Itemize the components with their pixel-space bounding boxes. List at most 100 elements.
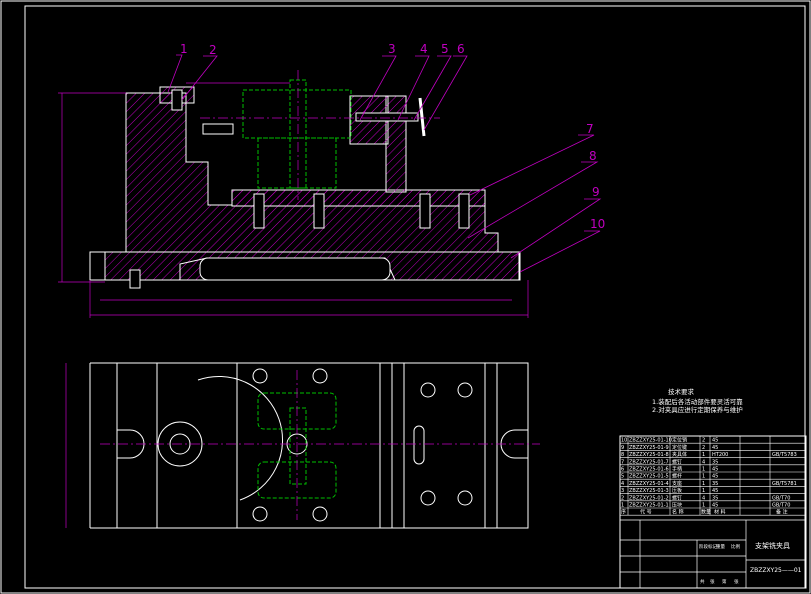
top-view	[65, 362, 540, 529]
bom-material: 35	[712, 459, 718, 465]
bom-qty: 1	[702, 503, 705, 509]
bom-seq: 1	[621, 503, 624, 509]
tb-drawing-no: ZBZZXY25——01	[750, 567, 802, 574]
bom-material: HT200	[712, 452, 728, 458]
bolt-1	[253, 193, 265, 229]
bom-header-material: 材 料	[714, 509, 726, 516]
leader-2	[181, 55, 218, 101]
bom-name: 支座	[672, 480, 682, 487]
bom-name: 螺杆	[672, 473, 682, 480]
bom-name: 定位销	[672, 437, 687, 444]
bom-material: 35	[712, 481, 718, 487]
tb-sheet-1: 共	[700, 578, 705, 585]
bom-name: 定位键	[672, 444, 687, 451]
bom-qty: 2	[702, 445, 705, 451]
inner-border	[24, 5, 806, 589]
leader-1	[167, 54, 183, 93]
tb-sheet-4: 张	[734, 578, 739, 585]
bom-material: 45	[712, 474, 718, 480]
tb-sheet-2: 张	[710, 578, 715, 585]
bom-header-name: 名 称	[672, 509, 684, 516]
bolt-screw	[355, 112, 419, 122]
bom-code: ZBZZXY25-01-7	[629, 459, 669, 465]
bolt-side	[202, 123, 234, 135]
bom-material: 45	[712, 445, 718, 451]
callout-10: 10	[590, 217, 605, 231]
bom-qty: 1	[702, 488, 705, 494]
bom-qty: 1	[702, 481, 705, 487]
base-cutout	[199, 257, 391, 281]
bom-qty: 4	[702, 495, 705, 501]
bolt-hole-7	[420, 490, 436, 506]
bolt-hole-8	[457, 490, 473, 506]
support-plate	[231, 189, 486, 207]
bolt-hole-2	[312, 368, 328, 384]
callout-8: 8	[589, 149, 597, 163]
bom-code: ZBZZXY25-01-5	[629, 474, 669, 480]
bom-qty: 4	[702, 459, 705, 465]
bom-material: 45	[712, 503, 718, 509]
bom-qty: 1	[702, 474, 705, 480]
tech-title: 技术要求	[668, 387, 695, 396]
workpiece-upper	[242, 89, 352, 139]
leader-10	[519, 230, 601, 273]
leader-9	[510, 198, 602, 259]
bom-seq: 5	[621, 474, 624, 480]
tb-sheet-3: 第	[722, 578, 727, 585]
bolt-hole-4	[312, 506, 328, 522]
bom-code: ZBZZXY25-01-6	[629, 467, 669, 473]
bom-qty: 2	[702, 438, 705, 444]
bom-code: ZBZZXY25-01-1	[629, 503, 669, 509]
bom-material: 45	[712, 488, 718, 494]
bolt-base	[129, 269, 141, 289]
top-outline	[116, 362, 529, 529]
bom-material: 45	[712, 467, 718, 473]
bom-code: ZBZZXY25-01-10	[629, 438, 672, 444]
bom-qty: 1	[702, 452, 705, 458]
leader-8	[467, 161, 599, 239]
tb-scale-3: 比例	[731, 543, 740, 550]
bom-name: 压板	[672, 487, 682, 494]
tech-requirements: 技术要求 1.装配后各活动部件要灵活可靠 2.对夹具应进行定期保养与维护	[652, 387, 743, 414]
callout-6: 6	[457, 42, 465, 56]
callout-5: 5	[441, 42, 449, 56]
bom-material: 35	[712, 495, 718, 501]
tech-line-1: 1.装配后各活动部件要灵活可靠	[652, 397, 743, 406]
workpiece-top-3	[289, 407, 307, 485]
bom-note: GB/T5783	[772, 452, 797, 458]
handle	[418, 97, 426, 137]
leader-3	[359, 55, 397, 121]
callout-1: 1	[180, 42, 188, 56]
leader-6	[423, 55, 468, 131]
bom-note: GB/T70	[772, 503, 790, 509]
front-view: 1 2 3 4 5 6 7 8 9 10	[58, 42, 605, 318]
bom-seq: 2	[621, 495, 624, 501]
bolt-top	[171, 89, 183, 111]
bolt-3	[419, 193, 431, 229]
bom-seq: 9	[621, 445, 624, 451]
callout-7: 7	[586, 122, 594, 136]
workpiece-lower	[257, 137, 337, 189]
bom-note: GB/T5781	[772, 481, 797, 487]
bom-code: ZBZZXY25-01-8	[629, 452, 669, 458]
bom-material: 45	[712, 438, 718, 444]
bolt-hole-1	[252, 368, 268, 384]
bom-code: ZBZZXY25-01-2	[629, 495, 669, 501]
tech-line-2: 2.对夹具应进行定期保养与维护	[652, 405, 743, 414]
bolt-hole-3	[252, 506, 268, 522]
bom-name: 夹具体	[672, 451, 687, 458]
bom-seq: 3	[621, 488, 624, 494]
bom-qty: 1	[702, 467, 705, 473]
bom-header-note: 备 注	[776, 509, 788, 516]
leader-4	[397, 55, 430, 121]
bolt-2	[313, 193, 325, 229]
bom-seq: 4	[621, 481, 624, 487]
handle-top	[413, 425, 425, 465]
tb-scale-1: 阶段标记	[699, 543, 717, 550]
leader-5	[413, 55, 452, 121]
bom-name: 螺钉	[672, 458, 682, 465]
bolt-hole-6	[457, 382, 473, 398]
leader-7	[469, 134, 595, 196]
